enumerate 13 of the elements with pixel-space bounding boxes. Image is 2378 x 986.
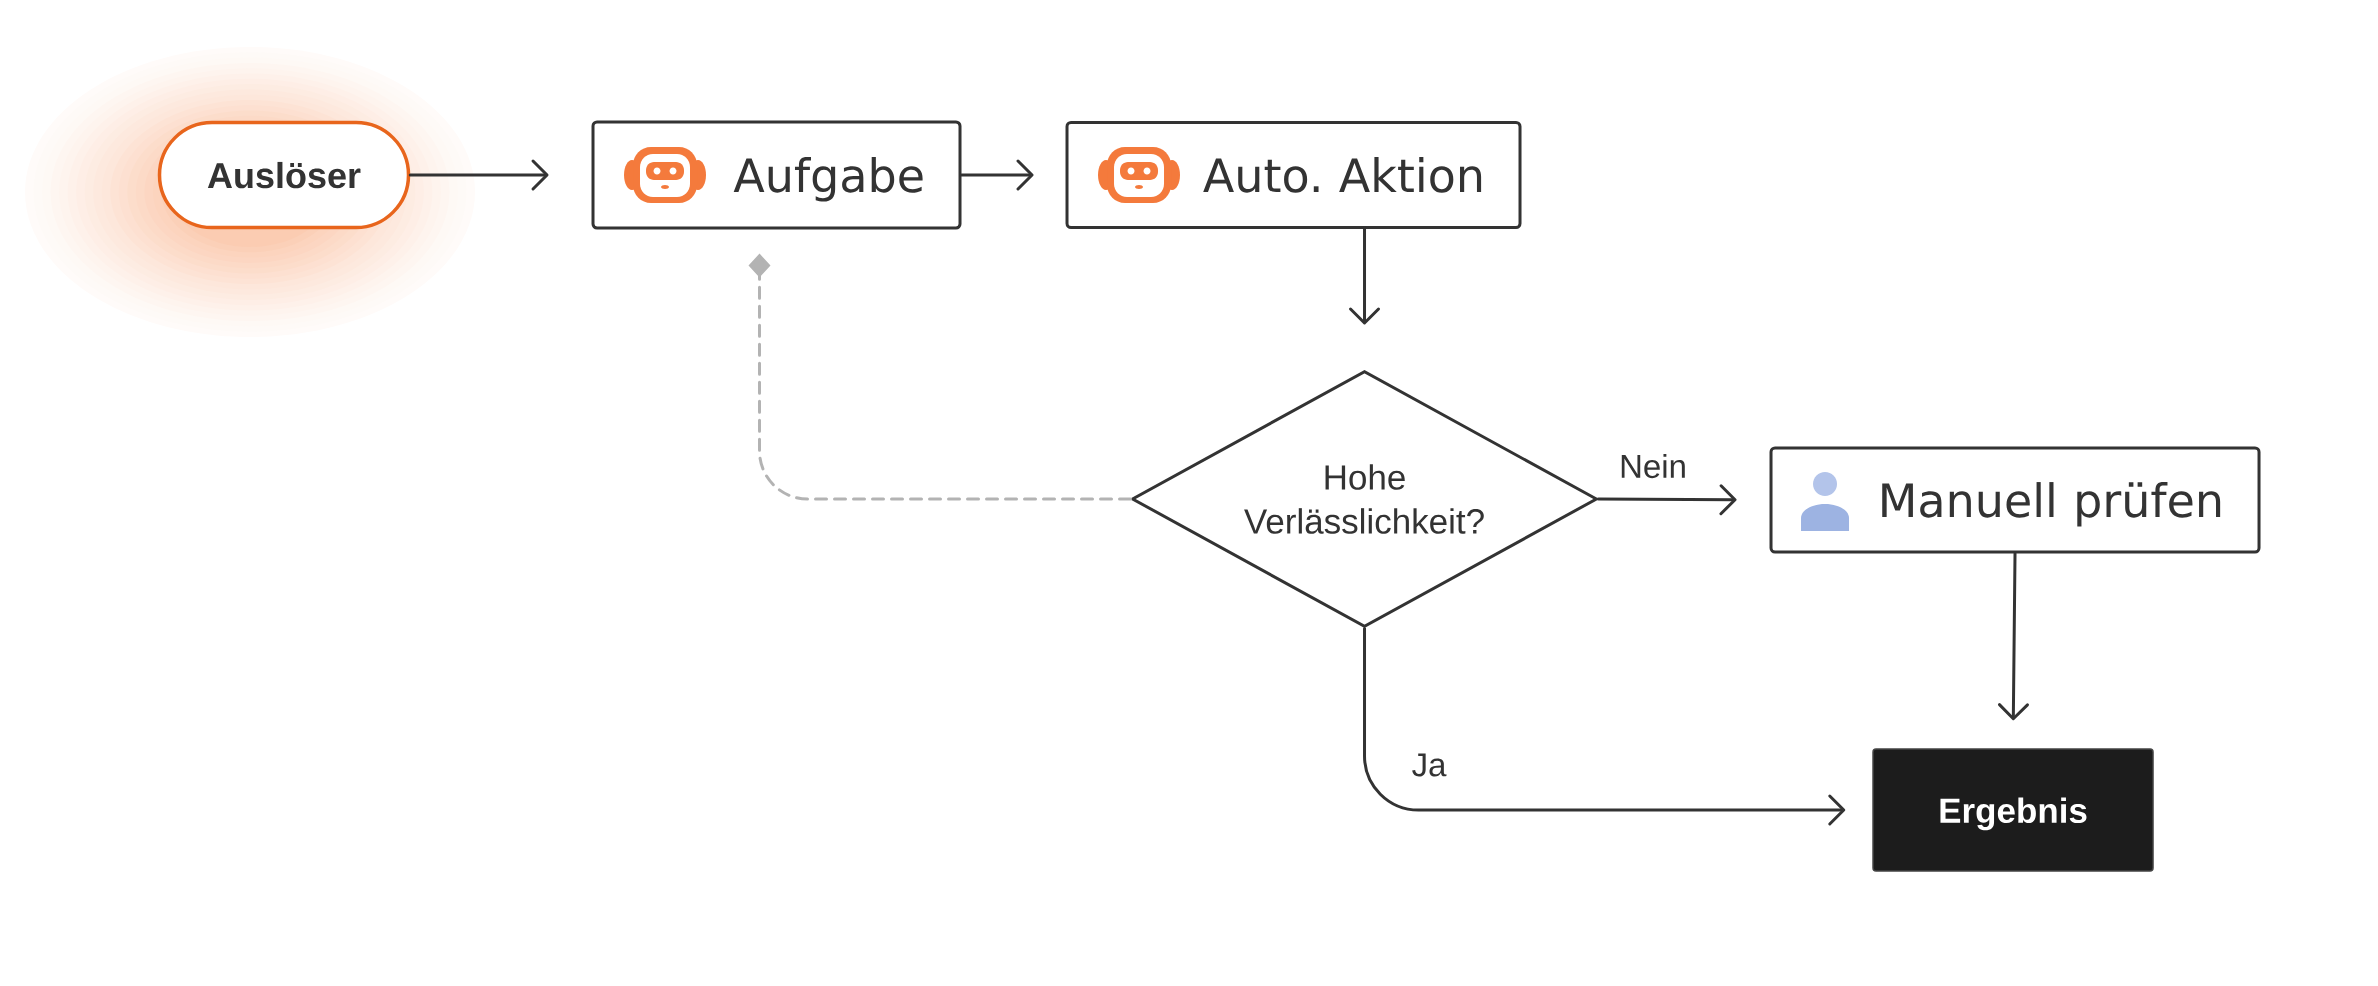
process-box: Aufgabe [591, 120, 962, 230]
end-box: Ergebnis [1872, 748, 2154, 872]
arrow [960, 159, 1034, 191]
arrow [1349, 227, 1380, 325]
process-box: Auto. Aktion [1065, 121, 1522, 229]
edge-label: Ja [1408, 750, 1450, 780]
arrow [1363, 627, 1846, 826]
arrow [408, 159, 549, 191]
arrow [1997, 552, 2029, 721]
arrow [1597, 484, 1737, 516]
start-pill: Auslöser [157, 120, 411, 230]
edge-label: Nein [1616, 450, 1690, 482]
process-box: Manuell prüfen [1769, 446, 2261, 554]
